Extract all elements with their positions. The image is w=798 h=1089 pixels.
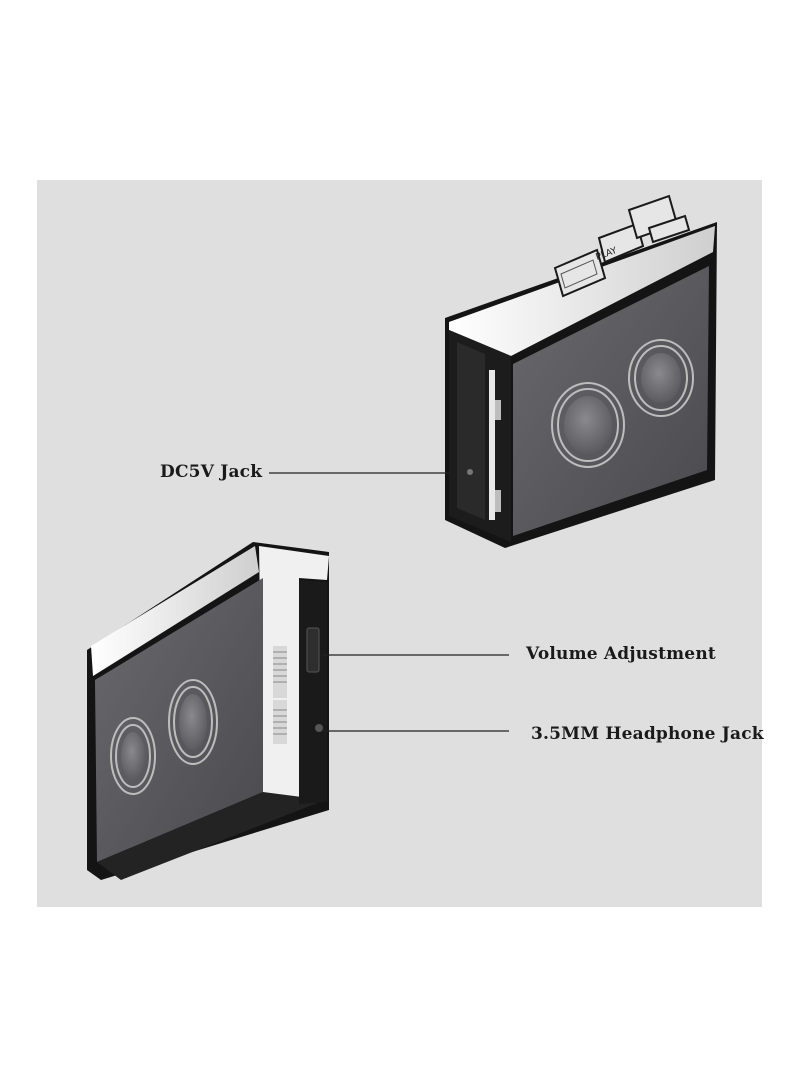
lower-cassette-player xyxy=(87,542,329,880)
volume-wheel xyxy=(306,627,320,673)
side-grip xyxy=(273,646,287,744)
lower-reel-left xyxy=(110,717,156,795)
upper-reel-right xyxy=(628,339,694,417)
dc-jack-port xyxy=(467,469,473,475)
volume-adjustment-label: Volume Adjustment xyxy=(526,644,716,664)
upper-reel-left xyxy=(551,382,625,468)
headphone-jack-label: 3.5MM Headphone Jack xyxy=(531,724,764,744)
product-illustration: PLAY xyxy=(87,194,717,880)
headphone-jack-port xyxy=(315,724,323,732)
upper-cassette-player: PLAY xyxy=(445,194,717,548)
product-photo-panel: PLAY xyxy=(37,180,764,907)
dc-jack-label: DC5V Jack xyxy=(160,462,263,482)
lower-reel-right xyxy=(168,679,218,765)
